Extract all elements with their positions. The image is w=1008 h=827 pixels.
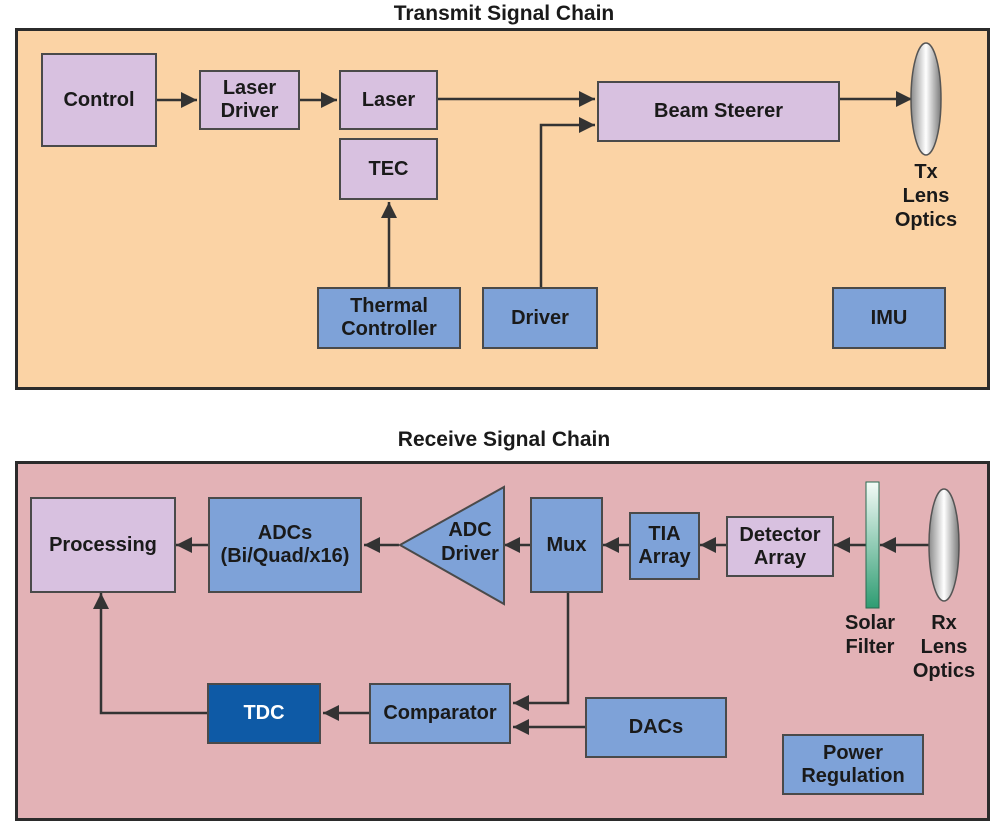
laser-driver-block: Laser Driver (199, 70, 300, 130)
processing-block: Processing (30, 497, 176, 593)
driver-block: Driver (482, 287, 598, 349)
wire-tdc-to-processing (93, 593, 207, 715)
adc-driver-amplifier-shape (397, 485, 505, 606)
wire-driver-to-beam-steerer (539, 117, 595, 287)
solar-filter-label: Solar Filter (844, 612, 896, 658)
transmit-chain-title: Transmit Signal Chain (393, 2, 615, 25)
power-regulation-block: Power Regulation (782, 734, 924, 795)
tx-lens-optics-label: Tx Lens Optics (894, 161, 958, 231)
solar-filter-icon (865, 481, 880, 609)
adc-driver-label: ADC Driver (441, 519, 499, 565)
laser-block: Laser (339, 70, 438, 130)
dacs-block: DACs (585, 697, 727, 758)
rx-lens-icon (928, 488, 960, 602)
wire-mux-to-comparator (513, 593, 570, 711)
rx-lens-optics-label: Rx Lens Optics (912, 612, 976, 682)
detector-array-block: Detector Array (726, 516, 834, 577)
receive-chain-title: Receive Signal Chain (397, 428, 611, 451)
tia-array-block: TIA Array (629, 512, 700, 580)
comparator-block: Comparator (369, 683, 511, 744)
beam-steerer-block: Beam Steerer (597, 81, 840, 142)
tx-lens-icon (910, 42, 942, 156)
tdc-block: TDC (207, 683, 321, 744)
mux-block: Mux (530, 497, 603, 593)
thermal-controller-block: Thermal Controller (317, 287, 461, 349)
adcs-block: ADCs (Bi/Quad/x16) (208, 497, 362, 593)
tec-block: TEC (339, 138, 438, 200)
imu-block: IMU (832, 287, 946, 349)
control-block: Control (41, 53, 157, 147)
